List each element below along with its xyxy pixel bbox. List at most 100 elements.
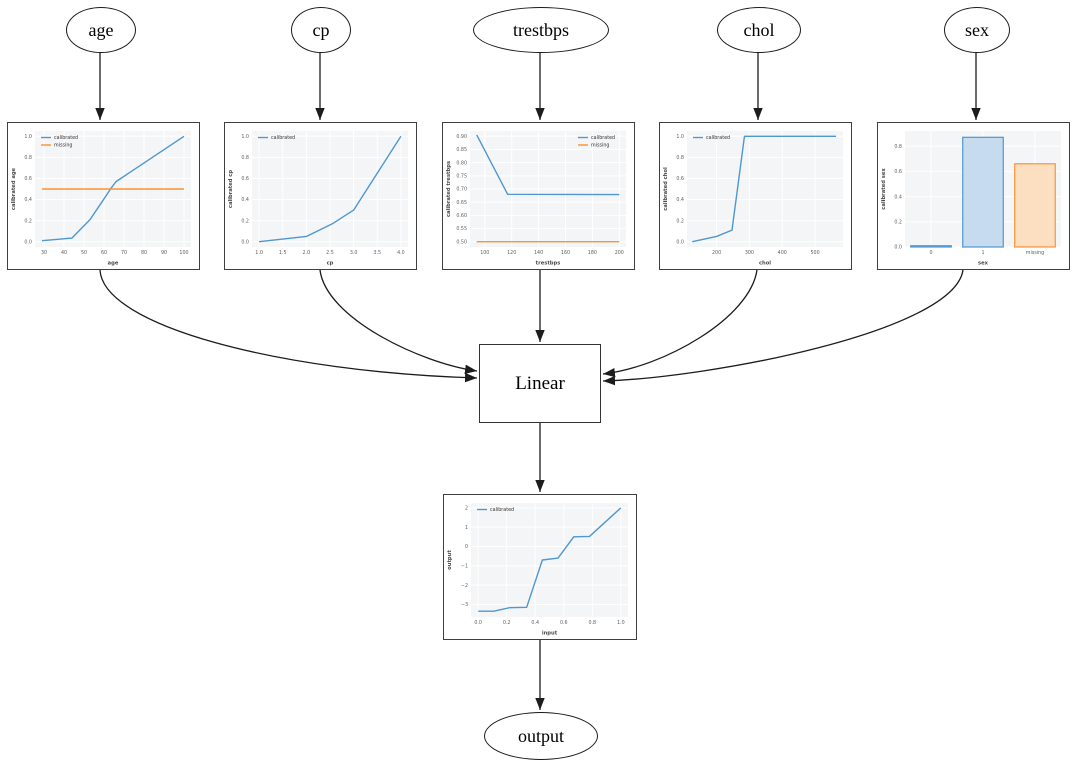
node-output: output bbox=[484, 712, 598, 760]
svg-text:calibrated: calibrated bbox=[490, 507, 514, 513]
svg-text:1.0: 1.0 bbox=[676, 134, 684, 140]
node-linear: Linear bbox=[479, 344, 601, 423]
svg-text:120: 120 bbox=[507, 250, 516, 256]
svg-text:0.2: 0.2 bbox=[241, 218, 249, 224]
svg-text:500: 500 bbox=[811, 250, 820, 256]
node-sex-label: sex bbox=[965, 19, 989, 40]
svg-text:0.2: 0.2 bbox=[24, 218, 32, 224]
svg-text:0.90: 0.90 bbox=[456, 134, 467, 140]
edge-chol-linear bbox=[602, 269, 758, 378]
svg-text:0.70: 0.70 bbox=[456, 187, 467, 193]
svg-text:1.5: 1.5 bbox=[279, 250, 287, 256]
svg-text:calibrated: calibrated bbox=[591, 135, 615, 141]
svg-text:calibrated cp: calibrated cp bbox=[228, 170, 234, 208]
svg-text:input: input bbox=[542, 631, 558, 637]
svg-text:age: age bbox=[108, 261, 119, 267]
svg-text:missing: missing bbox=[1026, 250, 1044, 256]
svg-text:60: 60 bbox=[101, 250, 107, 256]
svg-text:−1: −1 bbox=[461, 563, 468, 569]
node-age: age bbox=[66, 7, 136, 53]
svg-text:400: 400 bbox=[778, 250, 787, 256]
svg-text:0.6: 0.6 bbox=[560, 620, 568, 626]
svg-text:calibrated sex: calibrated sex bbox=[881, 168, 887, 210]
svg-text:missing: missing bbox=[54, 143, 72, 149]
svg-text:calibrated: calibrated bbox=[271, 135, 295, 141]
svg-text:0.4: 0.4 bbox=[894, 194, 902, 200]
svg-text:0.80: 0.80 bbox=[456, 160, 467, 166]
svg-text:calibrated: calibrated bbox=[54, 135, 78, 141]
svg-text:180: 180 bbox=[588, 250, 597, 256]
svg-text:0.8: 0.8 bbox=[241, 155, 249, 161]
svg-text:missing: missing bbox=[591, 143, 609, 149]
svg-text:0.2: 0.2 bbox=[676, 218, 684, 224]
svg-text:0.60: 0.60 bbox=[456, 213, 467, 219]
svg-text:0.65: 0.65 bbox=[456, 200, 467, 206]
svg-text:140: 140 bbox=[534, 250, 543, 256]
node-chol-label: chol bbox=[743, 19, 775, 40]
svg-text:0.4: 0.4 bbox=[241, 197, 249, 203]
svg-text:4.0: 4.0 bbox=[397, 250, 405, 256]
svg-text:−3: −3 bbox=[461, 602, 468, 608]
node-trestbps-label: trestbps bbox=[513, 19, 569, 40]
svg-text:70: 70 bbox=[121, 250, 127, 256]
svg-text:0.0: 0.0 bbox=[894, 245, 902, 251]
svg-text:sex: sex bbox=[978, 261, 989, 267]
svg-text:1.0: 1.0 bbox=[255, 250, 263, 256]
svg-text:2.0: 2.0 bbox=[303, 250, 311, 256]
svg-text:trestbps: trestbps bbox=[536, 261, 561, 267]
node-chol: chol bbox=[717, 7, 801, 53]
svg-text:0: 0 bbox=[465, 544, 468, 550]
node-cp-label: cp bbox=[312, 19, 330, 40]
svg-text:3.5: 3.5 bbox=[373, 250, 381, 256]
svg-text:0.4: 0.4 bbox=[24, 197, 32, 203]
svg-text:0.6: 0.6 bbox=[894, 169, 902, 175]
svg-text:−2: −2 bbox=[461, 583, 468, 589]
node-age-label: age bbox=[88, 19, 114, 40]
svg-text:calibrated: calibrated bbox=[706, 135, 730, 141]
svg-text:0.4: 0.4 bbox=[531, 620, 539, 626]
svg-text:90: 90 bbox=[161, 250, 167, 256]
svg-text:0.8: 0.8 bbox=[676, 155, 684, 161]
svg-text:0.0: 0.0 bbox=[474, 620, 482, 626]
svg-text:0.6: 0.6 bbox=[24, 176, 32, 182]
svg-text:0.8: 0.8 bbox=[894, 144, 902, 150]
node-trestbps: trestbps bbox=[473, 7, 609, 53]
svg-text:0.75: 0.75 bbox=[456, 174, 467, 180]
svg-text:cp: cp bbox=[327, 261, 334, 267]
svg-text:1: 1 bbox=[981, 250, 984, 256]
svg-text:calibrated chol: calibrated chol bbox=[663, 167, 669, 211]
svg-text:1.0: 1.0 bbox=[24, 134, 32, 140]
svg-text:0.85: 0.85 bbox=[456, 147, 467, 153]
svg-text:calibrated age: calibrated age bbox=[11, 167, 17, 210]
svg-text:0.0: 0.0 bbox=[676, 239, 684, 245]
node-cp: cp bbox=[291, 7, 351, 53]
edge-age-linear bbox=[99, 269, 478, 383]
node-sex: sex bbox=[944, 7, 1010, 53]
svg-text:160: 160 bbox=[561, 250, 570, 256]
svg-text:calibrated trestbps: calibrated trestbps bbox=[446, 161, 452, 217]
svg-text:300: 300 bbox=[745, 250, 754, 256]
node-output-label: output bbox=[517, 725, 564, 746]
svg-text:200: 200 bbox=[712, 250, 721, 256]
svg-text:0.0: 0.0 bbox=[24, 239, 32, 245]
svg-text:0.0: 0.0 bbox=[241, 239, 249, 245]
svg-text:0.8: 0.8 bbox=[24, 155, 32, 161]
edge-cp-linear bbox=[319, 269, 478, 374]
svg-text:0.2: 0.2 bbox=[503, 620, 511, 626]
svg-text:80: 80 bbox=[141, 250, 147, 256]
svg-text:1: 1 bbox=[465, 525, 468, 531]
svg-text:0.4: 0.4 bbox=[676, 197, 684, 203]
node-linear-label: Linear bbox=[515, 372, 565, 394]
svg-text:100: 100 bbox=[179, 250, 188, 256]
